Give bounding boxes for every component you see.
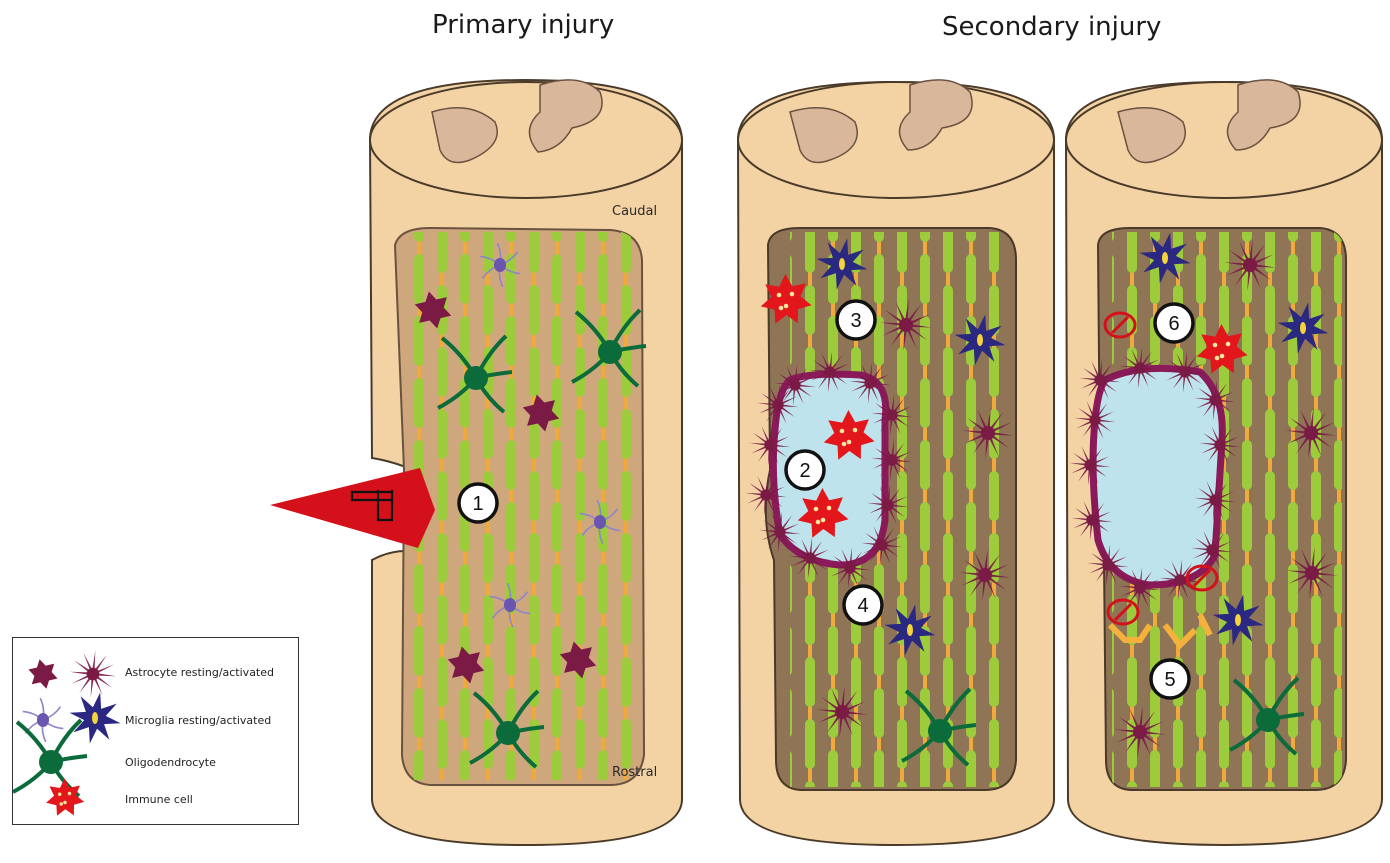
caudal-label: Caudal [612,204,657,219]
step-marker-label: 3 [850,310,861,332]
microglia-activated-icon [70,693,121,744]
step-marker-label: 1 [472,493,483,515]
step-marker-3: 3 [837,301,875,339]
legend: Astrocyte resting/activated Microglia re… [12,637,299,825]
legend-label-immune-cell: Immune cell [125,793,193,806]
step-marker-4: 4 [844,586,882,624]
immune-cell-icon [46,779,84,816]
legend-label-astrocyte: Astrocyte resting/activated [125,666,274,679]
step-marker-5: 5 [1151,660,1189,698]
step-marker-6: 6 [1155,304,1193,342]
step-marker-label: 2 [799,460,810,482]
step-marker-label: 4 [857,595,868,617]
step-marker-2: 2 [786,451,824,489]
step-marker-1: 1 [459,484,497,522]
impact-arrow [270,468,435,548]
secondary-injury-heading: Secondary injury [942,12,1161,42]
step-marker-label: 5 [1164,669,1175,691]
astrocyte-activated-icon [70,651,117,698]
lesion-cyst-enlarged [1093,368,1222,585]
primary-injury-heading: Primary injury [432,10,614,40]
legend-label-oligodendrocyte: Oligodendrocyte [125,756,216,769]
legend-label-microglia: Microglia resting/activated [125,714,271,727]
astrocyte-resting-icon [29,659,58,689]
secondary-injury-cord-late [1066,80,1382,845]
step-marker-label: 6 [1168,313,1179,335]
rostral-label: Rostral [612,765,657,780]
